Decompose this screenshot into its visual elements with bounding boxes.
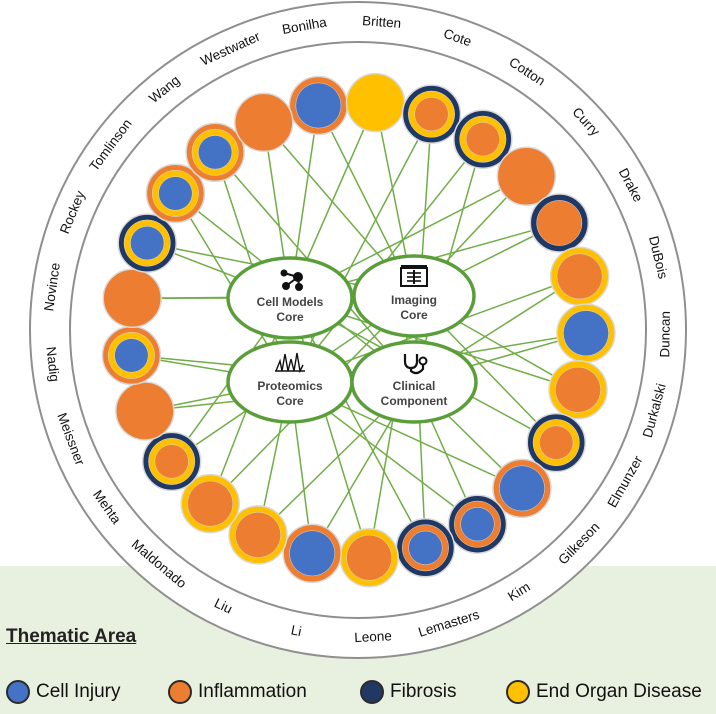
legend-label: End Organ Disease <box>536 681 702 702</box>
legend-label: Fibrosis <box>390 681 457 702</box>
thematic-ring <box>115 381 175 441</box>
core-label-line2: Core <box>276 310 304 324</box>
thematic-ring <box>414 97 449 132</box>
investigator-node <box>339 527 399 588</box>
investigator-name: Duncan <box>657 311 673 358</box>
end-organ-disease-swatch <box>506 680 530 704</box>
thematic-ring <box>102 268 162 329</box>
investigator-name: Britten <box>362 13 402 31</box>
link-line <box>289 113 433 383</box>
thematic-ring <box>539 425 574 460</box>
investigator-node <box>145 163 206 224</box>
thematic-ring <box>295 82 342 129</box>
thematic-ring <box>408 530 443 565</box>
stethoscope-icon <box>403 354 428 375</box>
core-label-line2: Core <box>400 308 428 322</box>
investigator-node <box>101 325 162 386</box>
investigator-node <box>496 146 557 207</box>
core-label-line1: Cell Models <box>257 295 324 309</box>
investigator-name: Leone <box>354 628 392 645</box>
legend-item-fibrosis: Fibrosis <box>360 678 457 706</box>
investigator-node <box>549 246 610 307</box>
link-line <box>289 297 427 549</box>
investigator-node <box>401 84 462 144</box>
core-label-line1: Proteomics <box>257 379 323 393</box>
investigator-node <box>180 473 240 534</box>
investigator-node <box>345 72 406 133</box>
investigator-node <box>492 458 552 519</box>
investigator-node <box>115 381 175 441</box>
investigator-node <box>288 75 349 136</box>
thematic-ring <box>198 135 233 170</box>
investigator-node <box>548 360 608 420</box>
investigator-name: Novince <box>41 262 63 312</box>
investigator-node <box>102 268 162 329</box>
cell-injury-swatch <box>6 680 30 704</box>
investigator-node <box>234 92 294 153</box>
legend-label: Cell Injury <box>36 681 121 702</box>
thematic-ring <box>289 530 336 577</box>
inflammation-swatch <box>168 680 192 704</box>
thematic-ring <box>496 146 557 207</box>
investigator-name: Liu <box>212 595 235 616</box>
legend-title: Thematic Area <box>6 626 137 647</box>
investigator-name: Li <box>290 622 303 639</box>
investigator-node <box>141 431 202 492</box>
thematic-ring <box>556 253 603 300</box>
legend-item-inflammation: Inflammation <box>168 678 307 706</box>
core-nodes: Cell ModelsCoreImagingCoreProteomicsCore… <box>226 254 478 424</box>
investigator-node <box>556 303 616 363</box>
thematic-ring <box>158 176 193 211</box>
legend-item-end-organ-disease: End Organ Disease <box>506 678 702 706</box>
thematic-ring <box>499 465 545 512</box>
investigator-node <box>447 494 508 554</box>
thematic-ring <box>345 72 406 133</box>
investigator-node <box>529 193 590 253</box>
thematic-ring <box>235 512 281 558</box>
investigator-node <box>282 523 342 584</box>
legend-item-cell-injury: Cell Injury <box>6 678 120 706</box>
thematic-ring <box>130 226 165 261</box>
thematic-ring <box>346 534 393 581</box>
core-ellipse <box>226 256 354 340</box>
thematic-ring <box>563 310 609 357</box>
thematic-ring <box>460 507 495 542</box>
investigator-node <box>117 213 177 273</box>
network-nodes-icon <box>280 269 303 291</box>
investigator-node <box>395 518 456 578</box>
core-label-line1: Clinical <box>393 379 436 393</box>
investigator-node <box>453 109 513 169</box>
thematic-ring <box>187 480 234 527</box>
thematic-ring <box>154 444 189 479</box>
core-label-line1: Imaging <box>391 293 437 307</box>
investigator-name: Nadig <box>43 346 62 383</box>
spectrum-peaks-icon <box>275 352 305 374</box>
investigator-node <box>185 122 245 183</box>
fibrosis-swatch <box>360 680 384 704</box>
investigator-nodes <box>101 72 616 588</box>
core-label-line2: Component <box>381 394 448 408</box>
thematic-ring <box>234 92 294 153</box>
thematic-ring <box>465 122 500 157</box>
investigator-node <box>526 412 586 473</box>
legend-label: Inflammation <box>198 681 307 702</box>
xray-film-icon <box>400 265 428 287</box>
thematic-ring <box>555 366 601 413</box>
investigator-node <box>228 505 288 565</box>
link-line <box>368 295 415 558</box>
thematic-ring <box>114 338 149 373</box>
core-ellipse <box>350 340 478 424</box>
core-ellipse <box>352 254 476 338</box>
core-label-line2: Core <box>276 394 304 408</box>
thematic-ring <box>536 200 583 246</box>
